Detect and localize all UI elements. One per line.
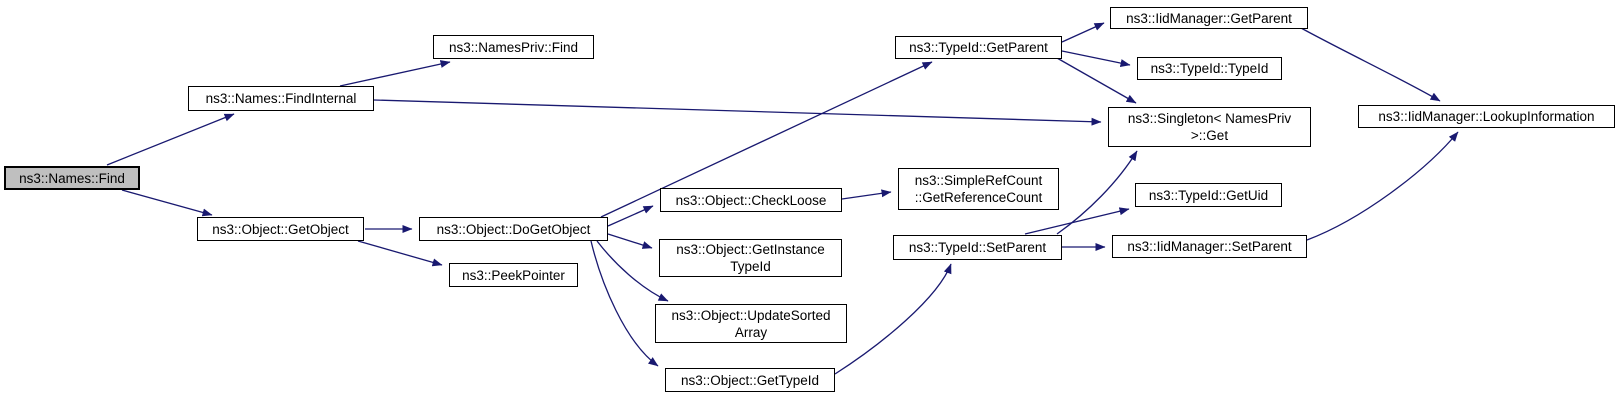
edge-check-loose-to-get-reference-count [841,189,892,200]
node-ns3-singleton-names-priv-get[interactable]: ns3::Singleton< NamesPriv >::Get [1108,107,1311,147]
node-ns3-iid-manager-set-parent[interactable]: ns3::IidManager::SetParent [1112,235,1307,258]
edge-do-get-object-to-get-instance-type-id [607,233,653,249]
node-label-line2: Array [734,324,768,340]
node-ns3-object-get-instance-type-id[interactable]: ns3::Object::GetInstance TypeId [659,239,842,277]
edge-do-get-object-to-update-sorted-array [596,240,669,302]
node-ns3-simple-ref-count-get-reference-count[interactable]: ns3::SimpleRefCount ::GetReferenceCount [898,168,1059,210]
node-label: ns3::TypeId::TypeId [1150,61,1269,76]
node-label: ns3::PeekPointer [462,267,565,283]
node-label-line1: ns3::SimpleRefCount [914,173,1043,188]
edge-find-internal-to-names-priv-find [339,60,451,87]
edge-find-internal-to-singleton-get [373,99,1102,126]
node-ns3-iid-manager-lookup-information[interactable]: ns3::IidManager::LookupInformation [1358,105,1615,128]
node-ns3-peek-pointer[interactable]: ns3::PeekPointer [449,263,578,287]
edge-iid-manager-set-parent-to-lookup-information [1306,131,1459,241]
node-label: ns3::TypeId::SetParent [908,240,1047,255]
edge-type-id-set-parent-to-singleton-get [1056,150,1138,235]
node-label: ns3::Names::Find [19,170,125,186]
node-ns3-object-check-loose[interactable]: ns3::Object::CheckLoose [660,188,842,212]
node-ns3-object-do-get-object[interactable]: ns3::Object::DoGetObject [419,217,608,241]
node-label-line1: ns3::Object::GetInstance [676,242,825,257]
node-ns3-type-id-type-id[interactable]: ns3::TypeId::TypeId [1137,57,1282,80]
node-ns3-type-id-set-parent[interactable]: ns3::TypeId::SetParent [893,235,1062,260]
node-label: ns3::NamesPriv::Find [448,39,579,55]
node-ns3-iid-manager-get-parent[interactable]: ns3::IidManager::GetParent [1110,7,1308,29]
node-label: ns3::Object::CheckLoose [675,192,827,208]
node-label: ns3::Object::DoGetObject [436,221,591,237]
node-label: ns3::TypeId::GetParent [909,40,1048,55]
node-ns3-type-id-get-parent[interactable]: ns3::TypeId::GetParent [895,36,1062,59]
node-label-line2: >::Get [1190,128,1229,143]
edge-get-type-id-to-type-id-set-parent [834,263,952,375]
node-ns3-type-id-get-uid[interactable]: ns3::TypeId::GetUid [1135,183,1282,207]
node-ns3-object-get-object[interactable]: ns3::Object::GetObject [197,217,364,241]
node-ns3-names-find: ns3::Names::Find [4,166,140,190]
edge-do-get-object-to-check-loose [607,205,654,227]
edge-do-get-object-to-type-id-get-parent [600,61,933,218]
edge-find-to-find-internal [106,113,235,166]
node-ns3-names-find-internal[interactable]: ns3::Names::FindInternal [188,86,374,111]
edge-type-id-get-parent-to-iid-manager-get-parent [1061,22,1105,43]
node-ns3-names-priv-find[interactable]: ns3::NamesPriv::Find [433,35,594,59]
node-label-line2: ::GetReferenceCount [914,190,1043,205]
edge-get-object-to-peek-pointer [357,240,443,267]
node-label: ns3::Object::GetObject [212,221,349,237]
node-label: ns3::IidManager::GetParent [1126,10,1292,26]
node-label-line2: TypeId [730,259,771,274]
node-ns3-object-update-sorted-array[interactable]: ns3::Object::UpdateSorted Array [655,304,847,343]
node-ns3-object-get-type-id[interactable]: ns3::Object::GetTypeId [665,368,835,392]
edge-do-get-object-to-get-type-id [590,240,659,367]
edge-type-id-get-parent-to-type-id-type-id [1061,50,1131,68]
node-label: ns3::TypeId::GetUid [1148,187,1269,203]
edge-type-id-get-parent-to-singleton-get [1056,57,1137,104]
node-label-line1: ns3::Singleton< NamesPriv [1127,111,1292,126]
edge-iid-manager-get-parent-to-lookup-information [1300,27,1441,102]
node-label: ns3::Object::GetTypeId [680,372,820,388]
node-label: ns3::IidManager::SetParent [1127,239,1292,254]
node-label: ns3::Names::FindInternal [205,91,357,106]
node-label: ns3::IidManager::LookupInformation [1378,109,1595,124]
node-label-line1: ns3::Object::UpdateSorted [671,307,831,323]
edge-find-to-get-object [121,189,213,217]
edge-type-id-set-parent-to-type-id-get-uid [1024,207,1130,235]
